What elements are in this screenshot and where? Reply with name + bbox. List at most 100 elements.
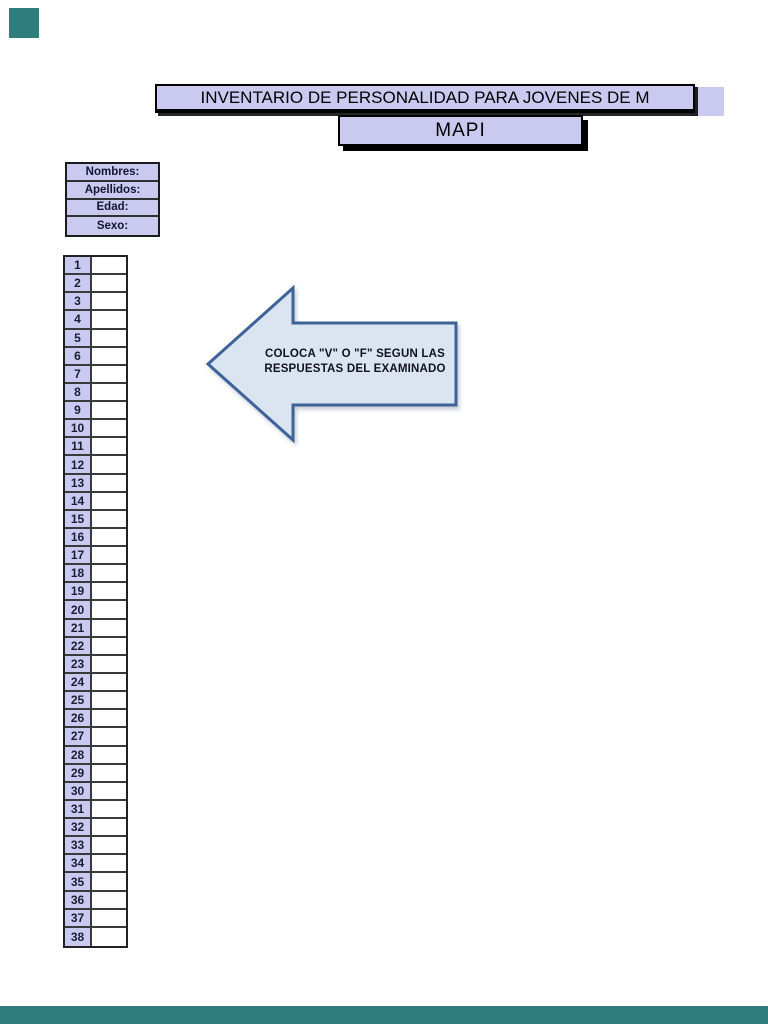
question-number: 5 (65, 329, 92, 346)
answer-cell[interactable] (92, 474, 126, 491)
answer-row: 7 (65, 365, 126, 384)
answer-row: 14 (65, 492, 126, 511)
answer-cell[interactable] (92, 492, 126, 509)
arrow-instruction-line1: COLOCA "V" O "F" SEGUN LAS (265, 348, 445, 360)
answer-cell[interactable] (92, 710, 126, 727)
answer-cell[interactable] (92, 311, 126, 328)
answer-row: 34 (65, 855, 126, 874)
answer-row: 38 (65, 927, 126, 946)
answer-cell[interactable] (92, 565, 126, 582)
answer-cell[interactable] (92, 655, 126, 673)
answer-row: 5 (65, 329, 126, 348)
answer-cell[interactable] (92, 909, 126, 926)
question-number: 14 (65, 492, 92, 509)
answer-cell[interactable] (92, 510, 126, 527)
question-number: 11 (65, 438, 92, 455)
question-number: 27 (65, 728, 92, 745)
answer-row: 8 (65, 383, 126, 403)
answer-row: 3 (65, 293, 126, 312)
answer-cell[interactable] (92, 637, 126, 654)
question-number: 7 (65, 365, 92, 382)
answer-row: 32 (65, 819, 126, 838)
question-number: 37 (65, 909, 92, 926)
question-number: 10 (65, 420, 92, 437)
answer-cell[interactable] (92, 837, 126, 854)
field-label-edad: Edad: (67, 200, 158, 218)
answer-row: 37 (65, 909, 126, 928)
question-number: 12 (65, 456, 92, 473)
answer-cell[interactable] (92, 583, 126, 600)
teal-corner-block (9, 8, 39, 38)
question-number: 9 (65, 402, 92, 419)
answer-cell[interactable] (92, 891, 126, 908)
question-number: 19 (65, 583, 92, 600)
answer-cell[interactable] (92, 674, 126, 691)
question-number: 3 (65, 293, 92, 310)
left-arrow-shape (204, 284, 460, 444)
answer-row: 13 (65, 474, 126, 493)
field-label-sexo: Sexo: (96, 220, 129, 233)
question-number: 16 (65, 528, 92, 546)
answer-cell[interactable] (92, 764, 126, 781)
question-number: 25 (65, 692, 92, 709)
answer-row: 31 (65, 800, 126, 820)
answer-row: 11 (65, 438, 126, 457)
answer-cell[interactable] (92, 383, 126, 401)
question-number: 33 (65, 837, 92, 854)
answer-cell[interactable] (92, 402, 126, 419)
question-number: 15 (65, 510, 92, 527)
answer-cell[interactable] (92, 601, 126, 618)
answer-cell[interactable] (92, 873, 126, 890)
answer-cell[interactable] (92, 800, 126, 818)
answer-cell[interactable] (92, 855, 126, 872)
answer-cell[interactable] (92, 347, 126, 364)
question-number: 23 (65, 655, 92, 673)
answer-cell[interactable] (92, 692, 126, 709)
answer-cell[interactable] (92, 275, 126, 292)
answer-row: 35 (65, 873, 126, 892)
question-number: 18 (65, 565, 92, 582)
answer-cell[interactable] (92, 746, 126, 763)
answer-row: 28 (65, 746, 126, 765)
arrow-instruction-line2: RESPUESTAS DEL EXAMINADO (264, 363, 446, 375)
answer-cell[interactable] (92, 257, 126, 274)
answer-cell[interactable] (92, 329, 126, 346)
answer-cell[interactable] (92, 456, 126, 473)
question-number: 13 (65, 474, 92, 491)
question-number: 21 (65, 619, 92, 636)
question-number: 36 (65, 891, 92, 908)
answer-row: 29 (65, 764, 126, 783)
answer-cell[interactable] (92, 619, 126, 636)
question-number: 22 (65, 637, 92, 654)
answer-row: 23 (65, 655, 126, 675)
question-number: 17 (65, 547, 92, 564)
question-number: 4 (65, 311, 92, 328)
answer-cell[interactable] (92, 365, 126, 382)
answer-cell[interactable] (92, 782, 126, 799)
answer-row: 18 (65, 565, 126, 584)
answer-row: 27 (65, 728, 126, 747)
page-subtitle-text: MAPI (435, 119, 486, 141)
question-number: 30 (65, 782, 92, 799)
answer-cell[interactable] (92, 528, 126, 546)
answer-row: 9 (65, 402, 126, 421)
answer-cell[interactable] (92, 420, 126, 437)
answer-row: 6 (65, 347, 126, 366)
question-number: 34 (65, 855, 92, 872)
answer-cell[interactable] (92, 547, 126, 564)
answer-cell[interactable] (92, 927, 126, 946)
answer-row: 25 (65, 692, 126, 711)
answer-cell[interactable] (92, 728, 126, 745)
answer-row: 4 (65, 311, 126, 330)
answer-row: 36 (65, 891, 126, 910)
question-number: 32 (65, 819, 92, 836)
question-number: 26 (65, 710, 92, 727)
answer-cell[interactable] (92, 438, 126, 455)
field-label-nombres: Nombres: (67, 164, 158, 182)
answer-cell[interactable] (92, 819, 126, 836)
title-highlight-tail (690, 87, 724, 116)
question-number: 24 (65, 674, 92, 691)
question-number: 8 (65, 383, 92, 401)
arrow-instruction-text: COLOCA "V" O "F" SEGUN LAS RESPUESTAS DE… (260, 347, 450, 377)
answer-cell[interactable] (92, 293, 126, 310)
